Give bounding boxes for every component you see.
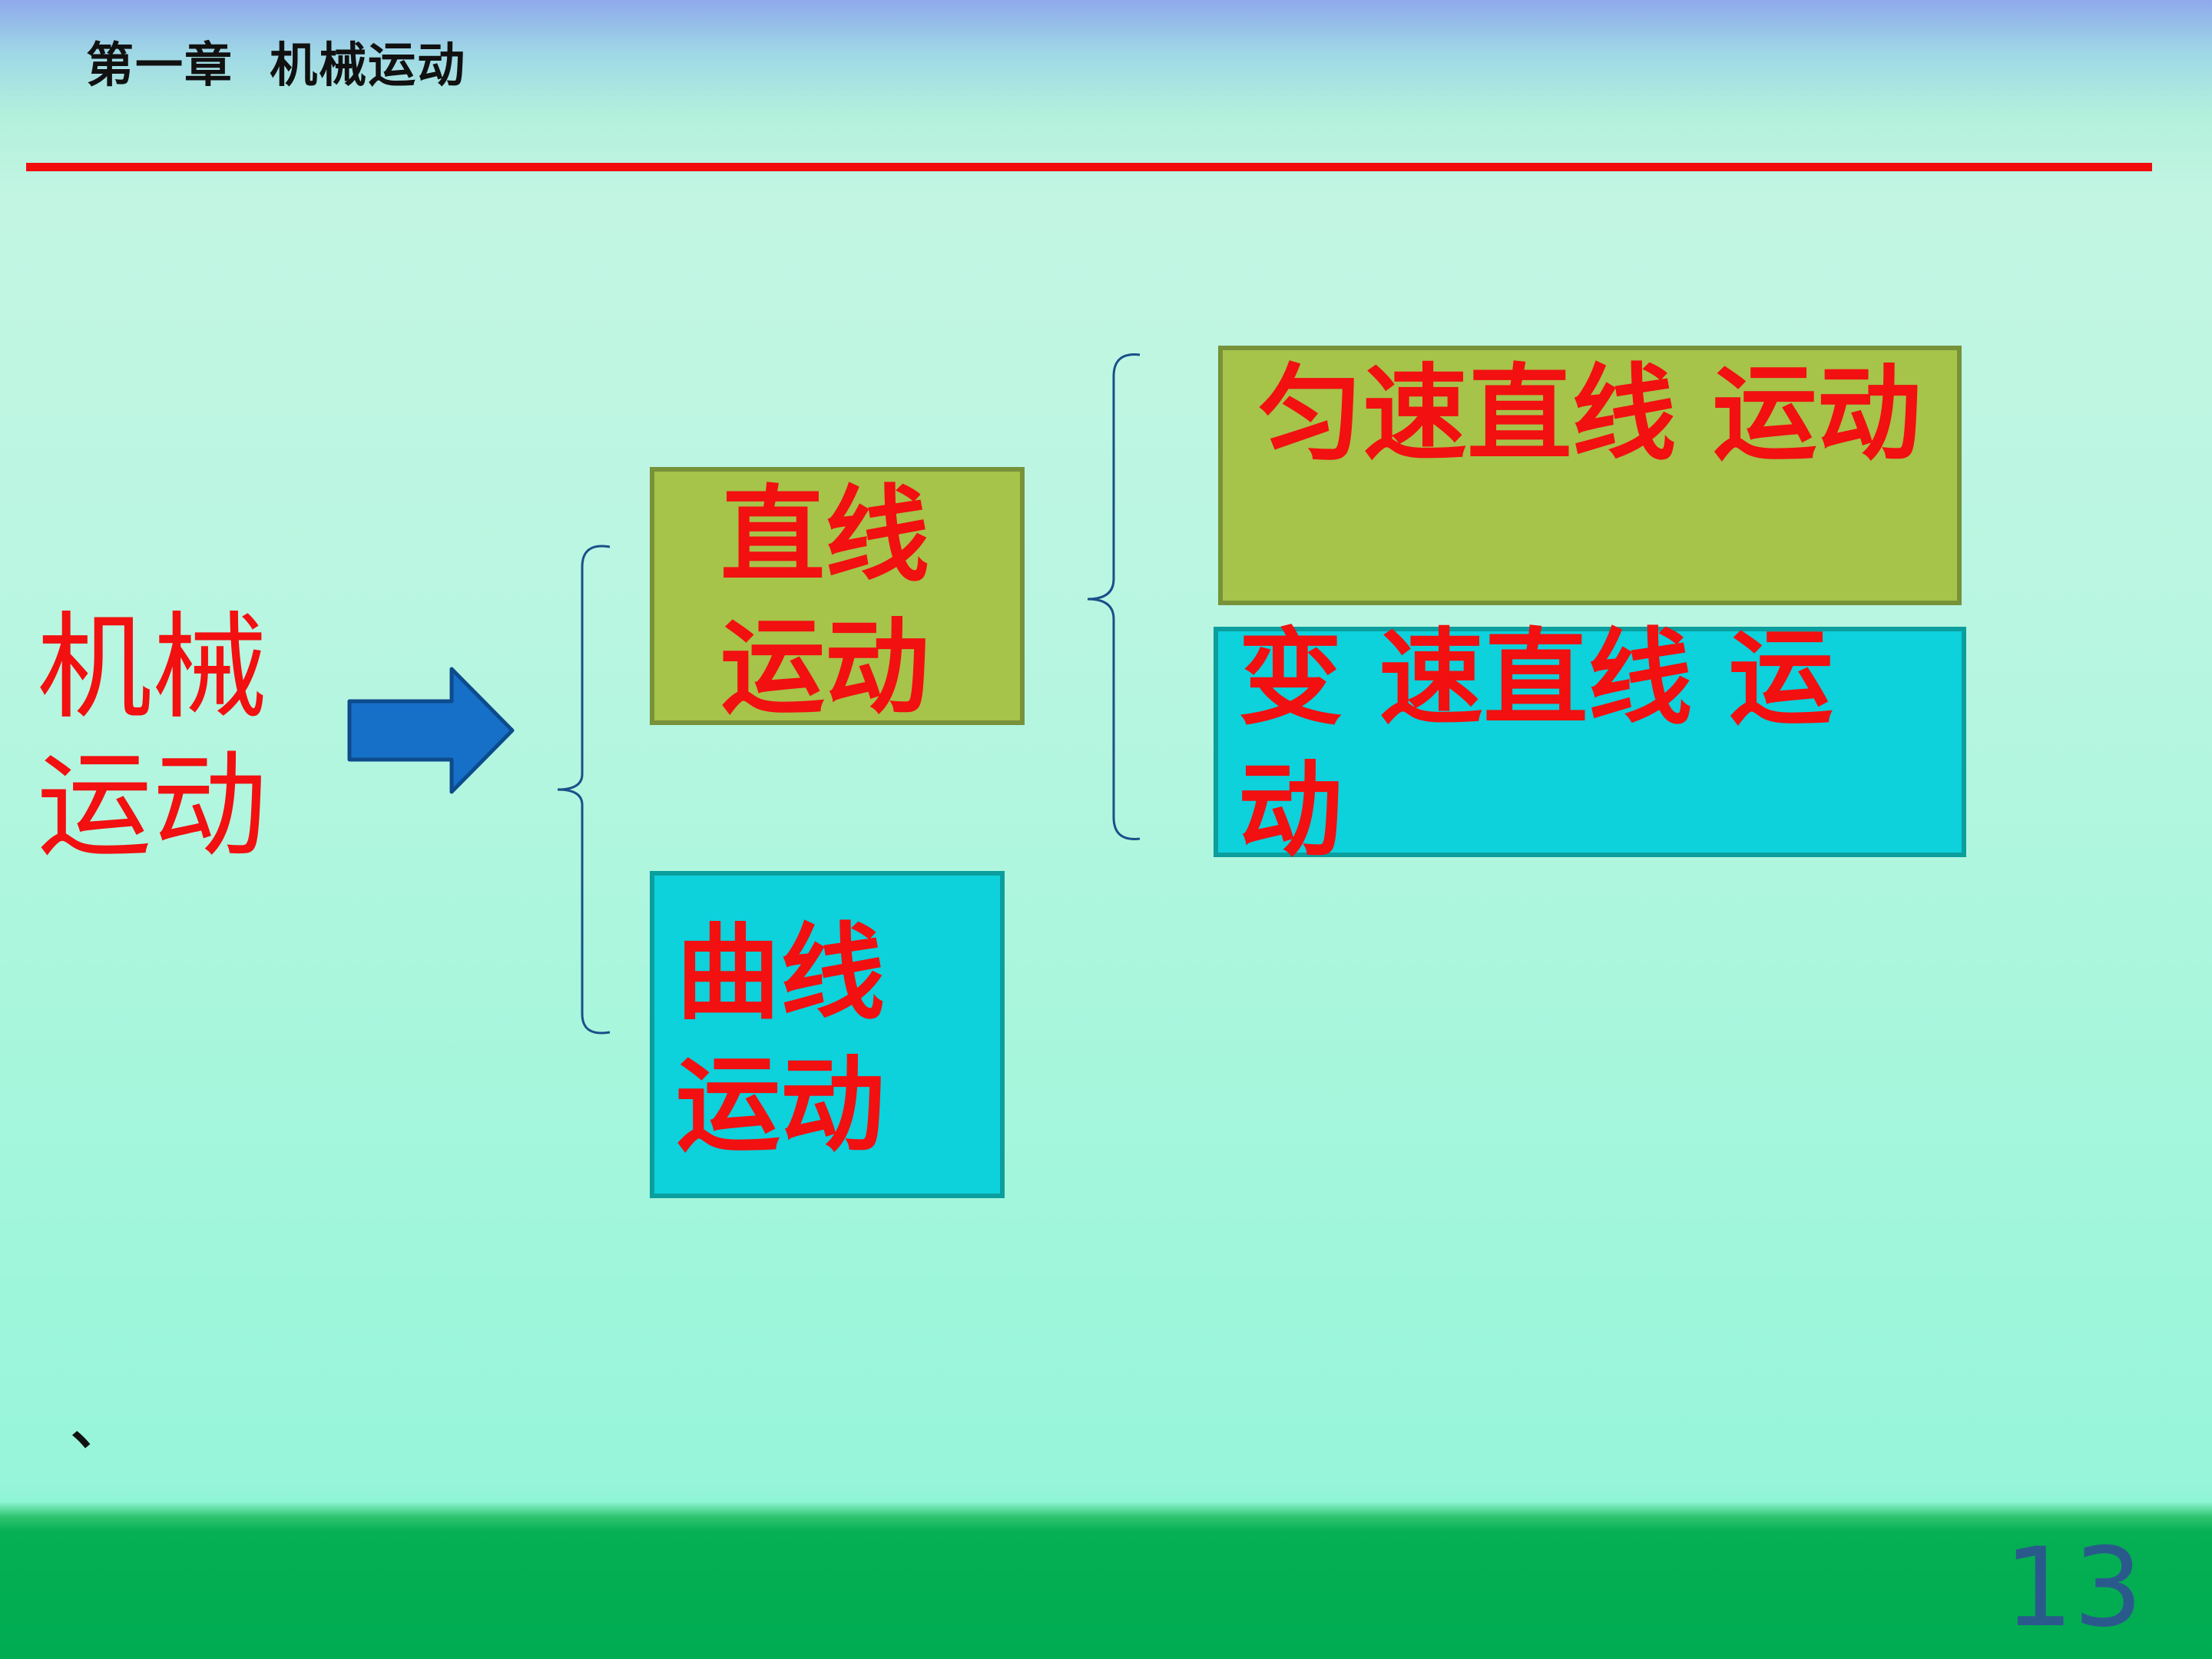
arrow-right-icon <box>347 667 515 794</box>
stray-mark: 、 <box>71 1394 124 1457</box>
curve-motion-box <box>650 871 1005 1198</box>
straight-motion-label: 直线运动 <box>720 475 929 729</box>
uniform-motion-box <box>1218 346 1962 605</box>
chapter-title: 第一章 机械运动 <box>86 37 467 93</box>
variable-motion-label: 变 速直线 运动 <box>1238 618 1833 872</box>
brace-left <box>557 545 611 1035</box>
brace-right <box>1087 353 1141 840</box>
uniform-motion-label: 匀速直线 运动 <box>1258 354 1922 475</box>
variable-motion-box <box>1214 627 1966 857</box>
root-label: 机械运动 <box>37 601 268 873</box>
straight-motion-box <box>650 467 1025 725</box>
page-number: 13 <box>2004 1525 2143 1651</box>
curve-motion-label: 曲线运动 <box>676 913 885 1167</box>
header-divider <box>26 163 2152 171</box>
